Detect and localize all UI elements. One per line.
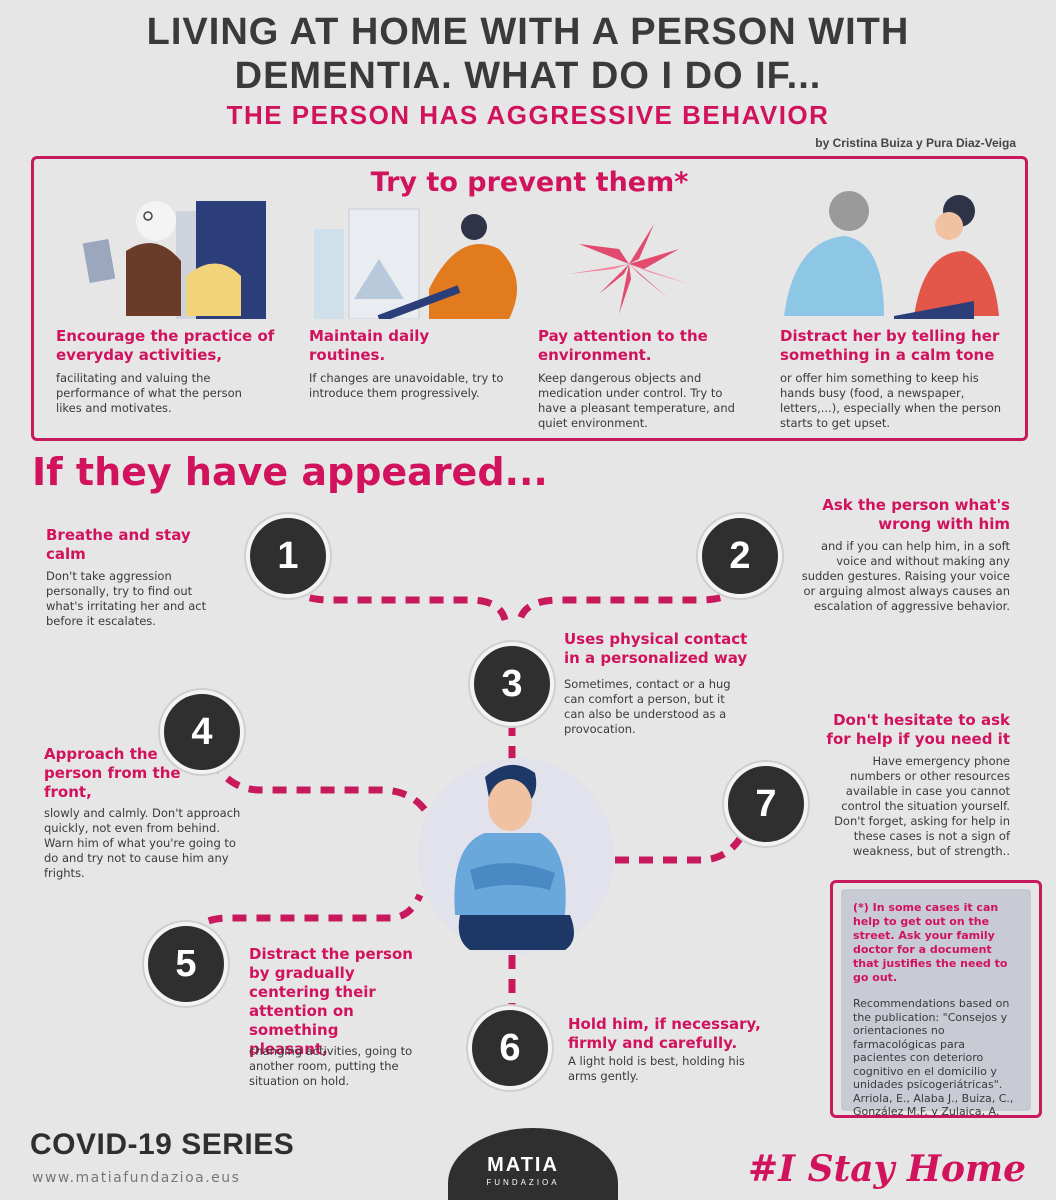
step-6-text: A light hold is best, holding his arms g…	[568, 1054, 745, 1083]
note-reference-text: Recommendations based on the publication…	[853, 997, 1014, 1118]
step-2-heading: Ask the person what's wrong with him	[822, 496, 1010, 533]
step-number-5: 5	[144, 922, 228, 1006]
step-6-heading: Hold him, if necessary, firmly and caref…	[568, 1015, 761, 1052]
hashtag: #I Stay Home	[748, 1148, 1026, 1190]
step-4-heading: Approach the person from the front,	[44, 745, 181, 801]
prevent-item-heading: Distract her by telling her something in…	[780, 327, 1000, 364]
step-number-4: 4	[160, 690, 244, 774]
prevent-item-text: Keep dangerous objects and medication un…	[538, 371, 735, 430]
plant-illustration	[569, 224, 689, 314]
step-1-text: Don't take aggression personally, try to…	[46, 569, 207, 628]
step-number-6: 6	[468, 1006, 552, 1090]
title-line-2: DEMENTIA. WHAT DO I DO IF...	[234, 55, 822, 97]
prevent-item-4: Distract her by telling her something in…	[780, 327, 1020, 431]
authors: by Cristina Buiza y Pura Diaz-Veiga	[815, 136, 1016, 150]
prevent-title: Try to prevent them*	[370, 167, 689, 198]
page-title: LIVING AT HOME WITH A PERSON WITH DEMENT…	[0, 10, 1056, 98]
prevent-item-heading: Encourage the practice of everyday activ…	[56, 327, 275, 364]
step-1-heading: Breathe and stay calm	[46, 526, 191, 563]
prevent-item-3: Pay attention to the environment. Keep d…	[538, 327, 768, 431]
website-link[interactable]: www.matiafundazioa.eus	[32, 1170, 241, 1186]
note-panel: (*) In some cases it can help to get out…	[841, 889, 1031, 1118]
step-4-text: slowly and calmly. Don't approach quickl…	[44, 806, 241, 880]
series-label: COVID-19 SERIES	[30, 1128, 295, 1161]
step-2-text: and if you can help him, in a soft voice…	[801, 539, 1010, 613]
step-5-heading: Distract the person by gradually centeri…	[249, 945, 413, 1058]
prevent-section: Try to prevent them* Encoura	[31, 156, 1028, 441]
prevent-item-heading: Pay attention to the environment.	[538, 327, 708, 364]
step-number-1: 1	[246, 514, 330, 598]
reading-woman-illustration	[82, 201, 266, 319]
note-box: (*) In some cases it can help to get out…	[830, 880, 1042, 1118]
prevent-item-text: facilitating and valuing the performance…	[56, 371, 242, 415]
title-line-1: LIVING AT HOME WITH A PERSON WITH	[146, 11, 910, 53]
step-3-heading: Uses physical contact in a personalized …	[564, 630, 748, 667]
prevent-item-text: or offer him something to keep his hands…	[780, 371, 1002, 430]
prevent-item-heading: Maintain daily routines.	[309, 327, 430, 364]
prevent-item-1: Encourage the practice of everyday activ…	[56, 327, 286, 416]
step-3-text: Sometimes, contact or a hug can comfort …	[564, 677, 731, 736]
thinking-man-illustration	[454, 764, 574, 950]
logo-main-text: MATIA	[487, 1154, 559, 1176]
appeared-title: If they have appeared...	[32, 450, 548, 494]
note-asterisk-text: (*) In some cases it can help to get out…	[853, 901, 1008, 984]
prevent-item-text: If changes are unavoidable, try to intro…	[309, 371, 504, 400]
step-number-7: 7	[724, 762, 808, 846]
step-number-2: 2	[698, 514, 782, 598]
step-7-heading: Don't hesitate to ask for help if you ne…	[826, 711, 1010, 748]
step-7-text: Have emergency phone numbers or other re…	[834, 754, 1010, 858]
step-5-text: changing activities, going to another ro…	[249, 1044, 413, 1088]
step-number-3: 3	[470, 642, 554, 726]
painting-woman-illustration	[314, 208, 517, 319]
logo-sub-text: FUNDAZIOA	[486, 1178, 560, 1187]
page-subtitle: THE PERSON HAS AGGRESSIVE BEHAVIOR	[226, 100, 830, 130]
conversation-illustration	[784, 191, 999, 319]
prevent-item-2: Maintain daily routines. If changes are …	[309, 327, 539, 401]
